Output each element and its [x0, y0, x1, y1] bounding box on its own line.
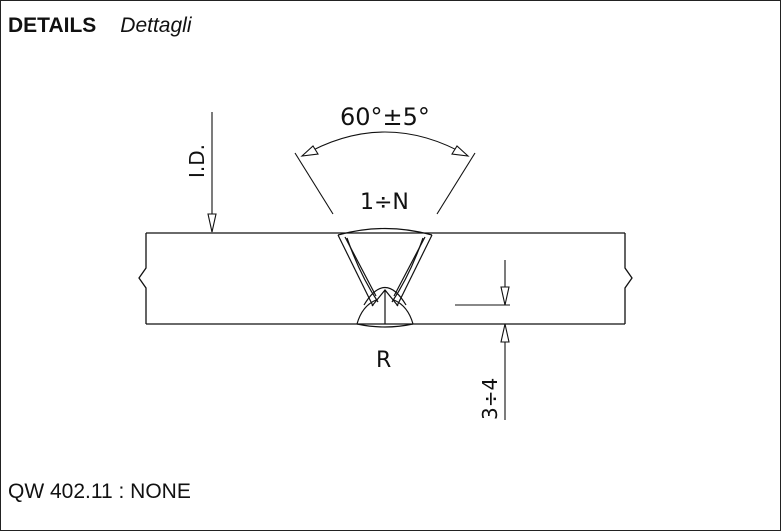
weld-cap [337, 227, 433, 236]
fill-pass-curve-left [346, 237, 379, 303]
inner-diameter-indicator [207, 112, 217, 233]
root-bead [363, 287, 407, 306]
groove-left-face [337, 234, 374, 307]
details-title: DETAILS [8, 14, 97, 37]
plate-left-break-line [138, 233, 147, 324]
angle-extension-left [294, 152, 334, 215]
qw-reference: QW 402.11 : NONE [8, 480, 191, 503]
details-subtitle: Dettagli [120, 14, 192, 37]
angle-arrowhead-right [451, 145, 470, 157]
groove-right-face [396, 234, 433, 307]
gap-label: 3÷4 [478, 378, 502, 420]
root-reinforcement-lower [356, 323, 414, 328]
angle-extension-right [436, 152, 476, 215]
root-reinforcement-left [356, 299, 377, 325]
fill-pass-curve-right [391, 237, 424, 303]
plate-right-break-line [624, 233, 633, 324]
gap-arrowhead-bottom [500, 323, 510, 343]
angle-arc [301, 131, 469, 157]
gap-arrowhead-top [500, 286, 510, 306]
inner-diameter-label: I.D. [185, 144, 209, 178]
root-label: R [376, 348, 391, 373]
inner-diameter-arrowhead [207, 213, 217, 233]
angle-arrowhead-left [300, 145, 319, 157]
root-reinforcement-right [393, 299, 414, 325]
passes-label: 1÷N [360, 190, 409, 215]
root-gap-dimension [455, 260, 520, 420]
details-heading: DETAILS Dettagli [8, 14, 191, 38]
bevel-angle-label: 60°±5° [340, 103, 430, 131]
bevel-angle-dimension [294, 131, 476, 215]
weld-groove [337, 227, 433, 328]
